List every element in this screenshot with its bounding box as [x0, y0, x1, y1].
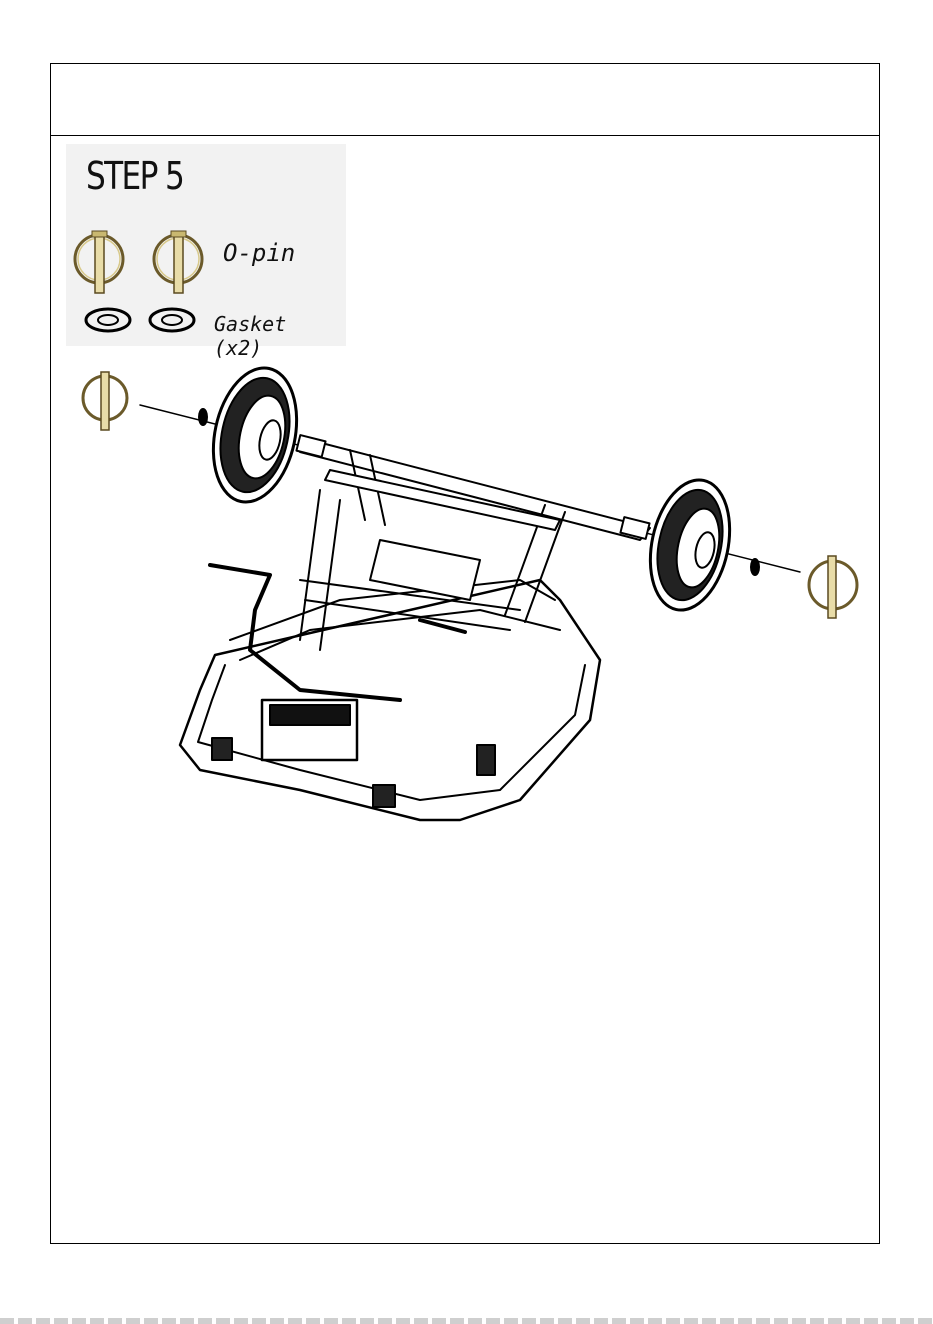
- o-pin-right-icon: [809, 556, 857, 618]
- right-wheel-icon: [639, 473, 741, 618]
- footer-rule: [0, 1318, 933, 1324]
- go-kart-rear-axle-assembly-icon: [0, 0, 933, 900]
- left-wheel-icon: [202, 360, 309, 510]
- o-pin-left-icon: [83, 372, 127, 430]
